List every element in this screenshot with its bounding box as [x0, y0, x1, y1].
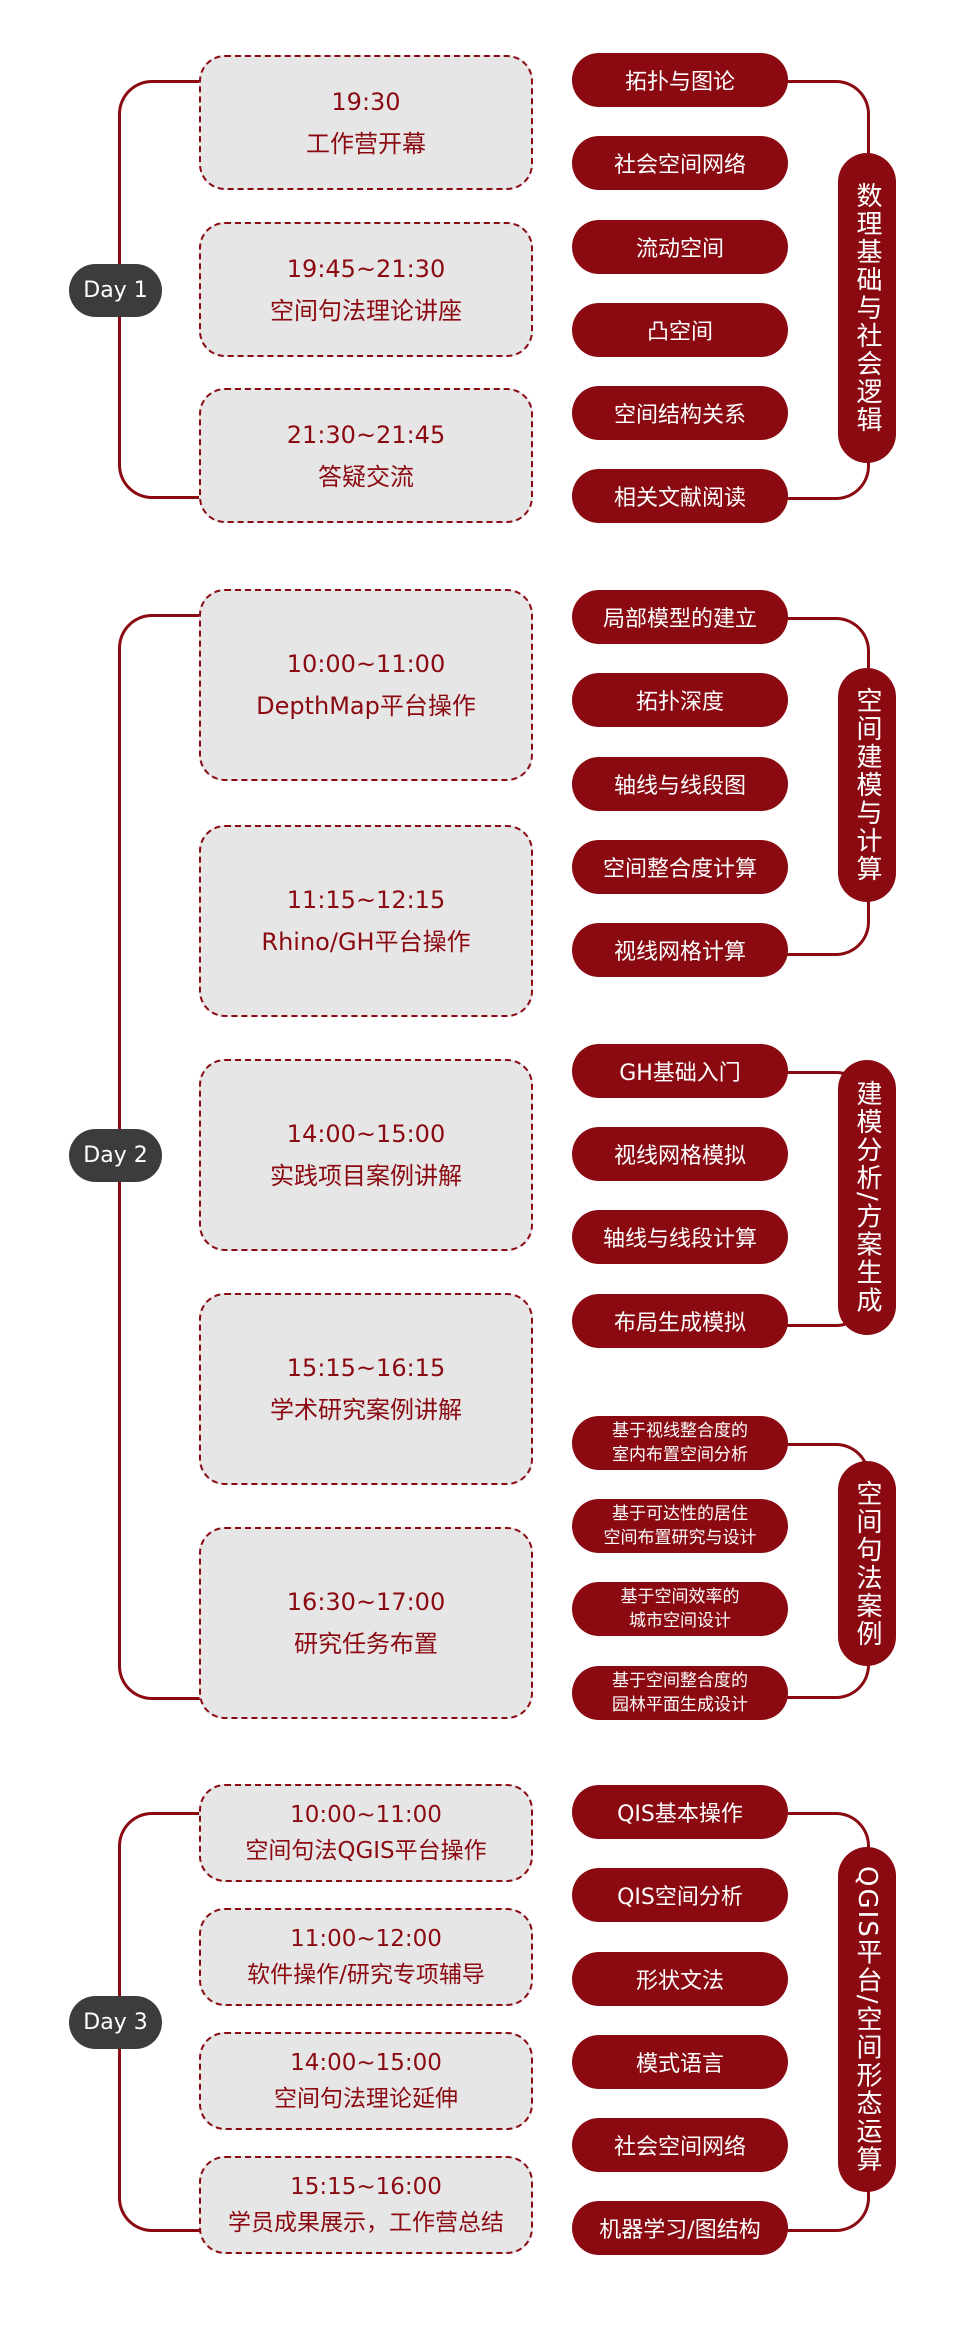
topic-line: 城市空间设计	[629, 1611, 731, 1631]
session-title: 答疑交流	[318, 462, 414, 491]
session-time: 14:00~15:00	[290, 2050, 442, 2076]
session-time: 21:30~21:45	[286, 420, 446, 449]
session-card: 11:00~12:00 软件操作/研究专项辅导	[199, 1908, 533, 2006]
session-title: 研究任务布置	[294, 1630, 438, 1658]
topic-pill: 社会空间网络	[572, 136, 788, 190]
day-1-pill: Day 1	[69, 264, 162, 317]
session-card: 14:00~15:00 空间句法理论延伸	[199, 2032, 533, 2130]
topic-line: 空间布置研究与设计	[603, 1528, 757, 1548]
topic-pill: 社会空间网络	[572, 2118, 788, 2172]
session-time: 19:30	[331, 87, 401, 116]
session-title: 空间句法理论讲座	[270, 296, 462, 325]
topic-pill: 形状文法	[572, 1952, 788, 2006]
topic-pill: 凸空间	[572, 303, 788, 357]
topic-pill: 轴线与线段图	[572, 757, 788, 811]
session-card: 16:30~17:00 研究任务布置	[199, 1527, 533, 1719]
session-title: 学术研究案例讲解	[270, 1396, 462, 1424]
session-card: 15:15~16:15 学术研究案例讲解	[199, 1293, 533, 1485]
topic-pill: 模式语言	[572, 2035, 788, 2089]
topic-line: 基于可达性的居住	[612, 1504, 748, 1524]
topic-pill: 局部模型的建立	[572, 590, 788, 644]
session-card: 11:15~12:15 Rhino/GH平台操作	[199, 825, 533, 1017]
session-title: 学员成果展示，工作营总结	[228, 2210, 504, 2236]
topic-line: 基于空间整合度的	[612, 1671, 748, 1691]
day-2-pill: Day 2	[69, 1129, 162, 1182]
session-title: Rhino/GH平台操作	[261, 928, 471, 956]
topic-pill: QIS空间分析	[572, 1868, 788, 1922]
session-time: 11:00~12:00	[290, 1926, 442, 1952]
topic-line: 园林平面生成设计	[612, 1695, 748, 1715]
topic-pill: 视线网格模拟	[572, 1127, 788, 1181]
session-time: 15:15~16:15	[286, 1354, 446, 1382]
session-title: 工作营开幕	[306, 129, 426, 158]
topic-group-label: 数理基础与社会逻辑	[838, 153, 896, 463]
session-title: 实践项目案例讲解	[270, 1162, 462, 1190]
session-card: 14:00~15:00 实践项目案例讲解	[199, 1059, 533, 1251]
session-time: 10:00~11:00	[290, 1802, 442, 1828]
topic-pill: 轴线与线段计算	[572, 1210, 788, 1264]
session-card: 10:00~11:00 空间句法QGIS平台操作	[199, 1784, 533, 1882]
session-time: 10:00~11:00	[286, 650, 446, 678]
topic-pill: 流动空间	[572, 220, 788, 274]
topic-pill: GH基础入门	[572, 1044, 788, 1098]
session-time: 16:30~17:00	[286, 1588, 446, 1616]
topic-line: 室内布置空间分析	[612, 1445, 748, 1465]
topic-pill: 视线网格计算	[572, 923, 788, 977]
topic-group-label: QGIS平台/空间形态运算	[838, 1847, 896, 2192]
session-title: 空间句法理论延伸	[274, 2086, 458, 2112]
topic-pill: 拓扑与图论	[572, 53, 788, 107]
topic-pill: 基于空间整合度的 园林平面生成设计	[572, 1666, 788, 1720]
session-time: 11:15~12:15	[286, 886, 446, 914]
topic-group-label: 空间建模与计算	[838, 668, 896, 902]
topic-pill: 机器学习/图结构	[572, 2201, 788, 2255]
topic-pill: 基于视线整合度的 室内布置空间分析	[572, 1416, 788, 1470]
topic-line: 基于视线整合度的	[612, 1421, 748, 1441]
topic-pill: 空间结构关系	[572, 386, 788, 440]
topic-pill: 拓扑深度	[572, 673, 788, 727]
session-title: 空间句法QGIS平台操作	[245, 1838, 487, 1864]
session-title: 软件操作/研究专项辅导	[247, 1962, 485, 1988]
session-time: 15:15~16:00	[290, 2174, 442, 2200]
session-time: 14:00~15:00	[286, 1120, 446, 1148]
session-title: DepthMap平台操作	[256, 692, 476, 720]
topic-pill: 布局生成模拟	[572, 1294, 788, 1348]
topic-pill: 基于可达性的居住 空间布置研究与设计	[572, 1499, 788, 1553]
session-card: 19:30 工作营开幕	[199, 55, 533, 190]
session-card: 19:45~21:30 空间句法理论讲座	[199, 222, 533, 357]
topic-line: 基于空间效率的	[620, 1587, 740, 1607]
session-card: 21:30~21:45 答疑交流	[199, 388, 533, 523]
topic-pill: 基于空间效率的 城市空间设计	[572, 1582, 788, 1636]
session-time: 19:45~21:30	[286, 254, 446, 283]
session-card: 10:00~11:00 DepthMap平台操作	[199, 589, 533, 781]
topic-pill: QIS基本操作	[572, 1785, 788, 1839]
session-card: 15:15~16:00 学员成果展示，工作营总结	[199, 2156, 533, 2254]
topic-pill: 空间整合度计算	[572, 840, 788, 894]
topic-group-label: 建模分析/方案生成	[838, 1060, 896, 1335]
day-3-pill: Day 3	[69, 1996, 162, 2049]
topic-pill: 相关文献阅读	[572, 469, 788, 523]
topic-group-label: 空间句法案例	[838, 1461, 896, 1666]
